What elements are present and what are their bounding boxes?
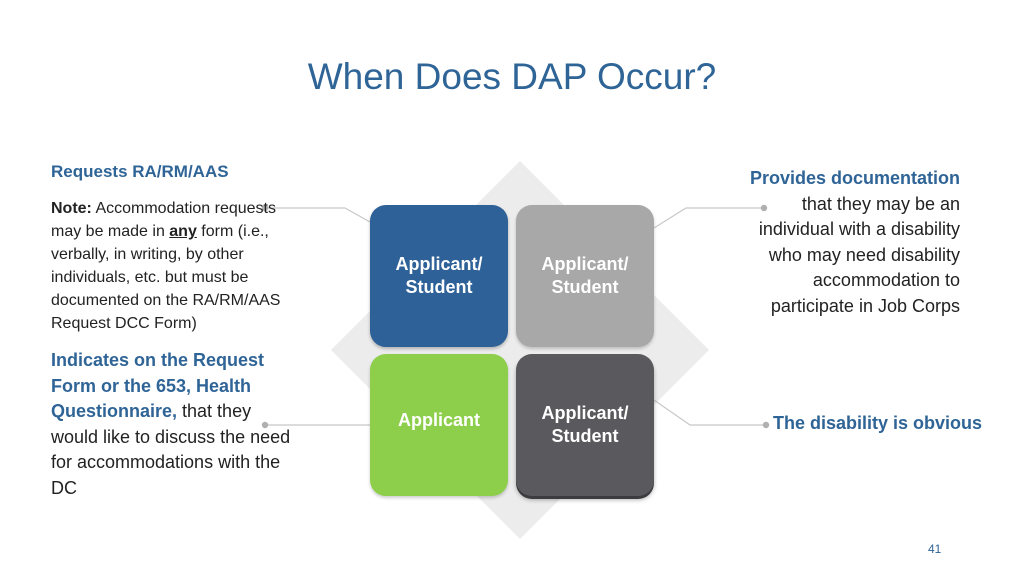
- bottom-right-highlight: The disability is obvious: [773, 413, 983, 433]
- box-top-right: Applicant/ Student: [516, 205, 654, 347]
- box-bottom-left: Applicant: [370, 354, 508, 496]
- page-number: 41: [928, 542, 942, 556]
- top-right-text: Provides documentation that they may be a…: [715, 166, 960, 320]
- box-label-line1: Applicant/: [395, 254, 483, 274]
- box-label-line1: Applicant/: [541, 254, 629, 274]
- note-emphasis: any: [169, 223, 197, 240]
- bottom-left-body: that they would like to discuss the need…: [51, 401, 291, 498]
- box-label-line1: Applicant: [397, 409, 480, 430]
- top-right-body: that they may be an individual with a di…: [758, 193, 960, 316]
- box-label-line1: Applicant/: [541, 403, 629, 423]
- top-left-note: Note: Accommodation requests may be made…: [51, 197, 306, 335]
- top-right-highlight: Provides documentation: [749, 168, 960, 188]
- box-label-line2: Student: [551, 426, 619, 446]
- note-text-after: form (i.e., verbally, in writing, by oth…: [51, 223, 281, 332]
- bottom-left-text: Indicates on the Request Form or the 653…: [51, 348, 296, 502]
- top-left-heading: Requests RA/RM/AAS: [51, 162, 229, 181]
- box-top-left: Applicant/ Student: [370, 205, 508, 347]
- box-label-line2: Student: [405, 277, 473, 297]
- note-text-before: Accommodation requests may be made in: [51, 200, 276, 240]
- note-label: Note:: [51, 200, 92, 217]
- box-bottom-right: Applicant/ Student: [516, 354, 654, 496]
- bottom-left-highlight: Indicates on the Request Form or the 653…: [51, 350, 265, 422]
- box-label-line2: Student: [551, 277, 619, 297]
- slide-title: When Does DAP Occur?: [307, 56, 717, 97]
